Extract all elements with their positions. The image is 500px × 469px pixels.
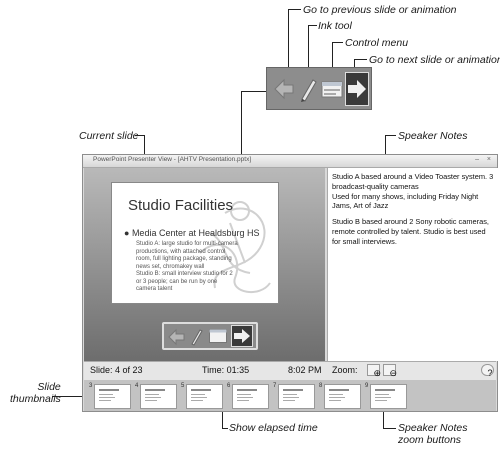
callout-elapsed-time: Show elapsed time bbox=[229, 422, 318, 434]
slide-thumbnail-number: 5 bbox=[181, 383, 185, 389]
callout-next: Go to next slide or animation bbox=[369, 54, 500, 66]
leader-zoom-h bbox=[383, 428, 396, 429]
leader-toolbar-h bbox=[241, 91, 266, 92]
clock: 8:02 PM bbox=[288, 365, 322, 375]
slide-thumbnail-number: 3 bbox=[89, 383, 93, 389]
slide-title: Studio Facilities bbox=[128, 197, 234, 214]
help-button[interactable]: ? bbox=[481, 364, 494, 378]
close-button[interactable]: × bbox=[486, 156, 491, 163]
next-slide-button[interactable] bbox=[345, 72, 369, 106]
control-menu-small-icon[interactable] bbox=[209, 329, 227, 343]
leader-notes-h bbox=[385, 135, 396, 136]
slide-counter: Slide: 4 of 23 bbox=[90, 365, 143, 375]
status-bar: Slide: 4 of 23 Time: 01:35 8:02 PM Zoom:… bbox=[84, 361, 496, 381]
speaker-notes-pane[interactable]: Studio A based around a Video Toaster sy… bbox=[327, 168, 498, 361]
minimize-button[interactable]: – bbox=[475, 156, 479, 163]
slide-thumbnail-image bbox=[140, 384, 177, 409]
slide-sub-bullet-2: Studio B: small interview studio for 2 o… bbox=[136, 271, 233, 292]
leader-toolbar-v bbox=[241, 91, 242, 161]
presenter-toolbar-zoomed bbox=[266, 67, 372, 110]
zoom-out-icon: ⊖ bbox=[389, 368, 398, 378]
leader-ink bbox=[308, 25, 317, 26]
leader-thumbs bbox=[52, 396, 90, 397]
callout-zoom-buttons: Speaker Notes zoom buttons bbox=[398, 422, 468, 447]
presenter-toolbar bbox=[162, 322, 258, 350]
zoom-out-button[interactable]: ⊖ bbox=[383, 364, 398, 378]
callout-prev: Go to previous slide or animation bbox=[303, 4, 457, 16]
slide-thumbnail-number: 4 bbox=[135, 383, 139, 389]
ink-tool-small-icon[interactable] bbox=[189, 327, 205, 347]
zoom-label: Zoom: bbox=[332, 365, 358, 375]
presenter-view-window: PowerPoint Presenter View - [AHTV Presen… bbox=[82, 154, 498, 412]
leader-current-slide-h bbox=[135, 135, 144, 136]
window-title: PowerPoint Presenter View - [AHTV Presen… bbox=[93, 156, 252, 163]
slide-thumbnail-image bbox=[94, 384, 131, 409]
leader-prev bbox=[288, 9, 301, 10]
slide-thumbnail[interactable]: 8 bbox=[319, 383, 361, 409]
slide-bullet-1-text: Media Center at Healdsburg HS bbox=[131, 228, 260, 238]
slide-bullet-1: ● Media Center at Healdsburg HS bbox=[124, 228, 260, 238]
leader-control bbox=[332, 42, 343, 43]
callout-ink: Ink tool bbox=[318, 20, 352, 32]
slide-thumbnail[interactable]: 4 bbox=[135, 383, 177, 409]
slide-thumbnail-image bbox=[370, 384, 407, 409]
slide-thumbnail-image bbox=[186, 384, 223, 409]
prev-slide-small-icon[interactable] bbox=[168, 327, 186, 347]
callout-current-slide: Current slide bbox=[79, 130, 139, 142]
next-slide-small-icon bbox=[234, 329, 250, 343]
slide-thumbnail-number: 9 bbox=[365, 383, 369, 389]
zoom-in-button[interactable]: ⊕ bbox=[367, 364, 382, 378]
slide-thumbnail-image bbox=[232, 384, 269, 409]
notes-paragraph-1: Studio A based around a Video Toaster sy… bbox=[332, 172, 494, 211]
leader-control-v bbox=[332, 42, 333, 71]
elapsed-time[interactable]: Time: 01:35 bbox=[202, 365, 250, 375]
zoom-in-icon: ⊕ bbox=[373, 368, 382, 378]
slide-thumbnail-number: 7 bbox=[273, 383, 277, 389]
slide-thumbnails-strip: 3 4 5 6 7 8 9 bbox=[84, 380, 496, 411]
slide-thumbnail[interactable]: 7 bbox=[273, 383, 315, 409]
ink-tool-button[interactable] bbox=[297, 74, 319, 104]
slide-thumbnail[interactable]: 9 bbox=[365, 383, 407, 409]
slide-thumbnail-image bbox=[278, 384, 315, 409]
current-slide: Studio Facilities ● Media Center at Heal… bbox=[111, 182, 279, 304]
window-titlebar: PowerPoint Presenter View - [AHTV Presen… bbox=[83, 155, 497, 168]
control-menu-button[interactable] bbox=[321, 74, 343, 104]
slide-sub-bullet-1: Studio A: large studio for multi-camera … bbox=[136, 241, 238, 270]
speaker-notes-text: Studio A based around a Video Toaster sy… bbox=[332, 172, 496, 252]
slide-thumbnail-number: 6 bbox=[227, 383, 231, 389]
slide-thumbnail[interactable]: 3 bbox=[89, 383, 131, 409]
leader-next bbox=[354, 59, 367, 60]
slide-thumbnail-image bbox=[324, 384, 361, 409]
next-slide-small-button[interactable] bbox=[231, 325, 253, 347]
callout-slide-thumbnails: Slide thumbnails bbox=[10, 381, 61, 406]
notes-paragraph-2: Studio B based around 2 Sony robotic cam… bbox=[332, 217, 489, 246]
callout-control: Control menu bbox=[345, 37, 409, 49]
slide-thumbnail[interactable]: 6 bbox=[227, 383, 269, 409]
current-slide-pane: Studio Facilities ● Media Center at Heal… bbox=[84, 168, 325, 361]
prev-slide-button[interactable] bbox=[273, 74, 295, 104]
leader-elapsed-h bbox=[222, 428, 228, 429]
leader-next-v bbox=[354, 59, 355, 71]
callout-speaker-notes: Speaker Notes bbox=[398, 130, 468, 142]
leader-ink-v bbox=[308, 25, 309, 71]
help-icon: ? bbox=[487, 368, 493, 378]
slide-thumbnail[interactable]: 5 bbox=[181, 383, 223, 409]
slide-thumbnail-number: 8 bbox=[319, 383, 323, 389]
slide-background-art bbox=[199, 201, 271, 294]
leader-prev-v bbox=[288, 9, 289, 71]
